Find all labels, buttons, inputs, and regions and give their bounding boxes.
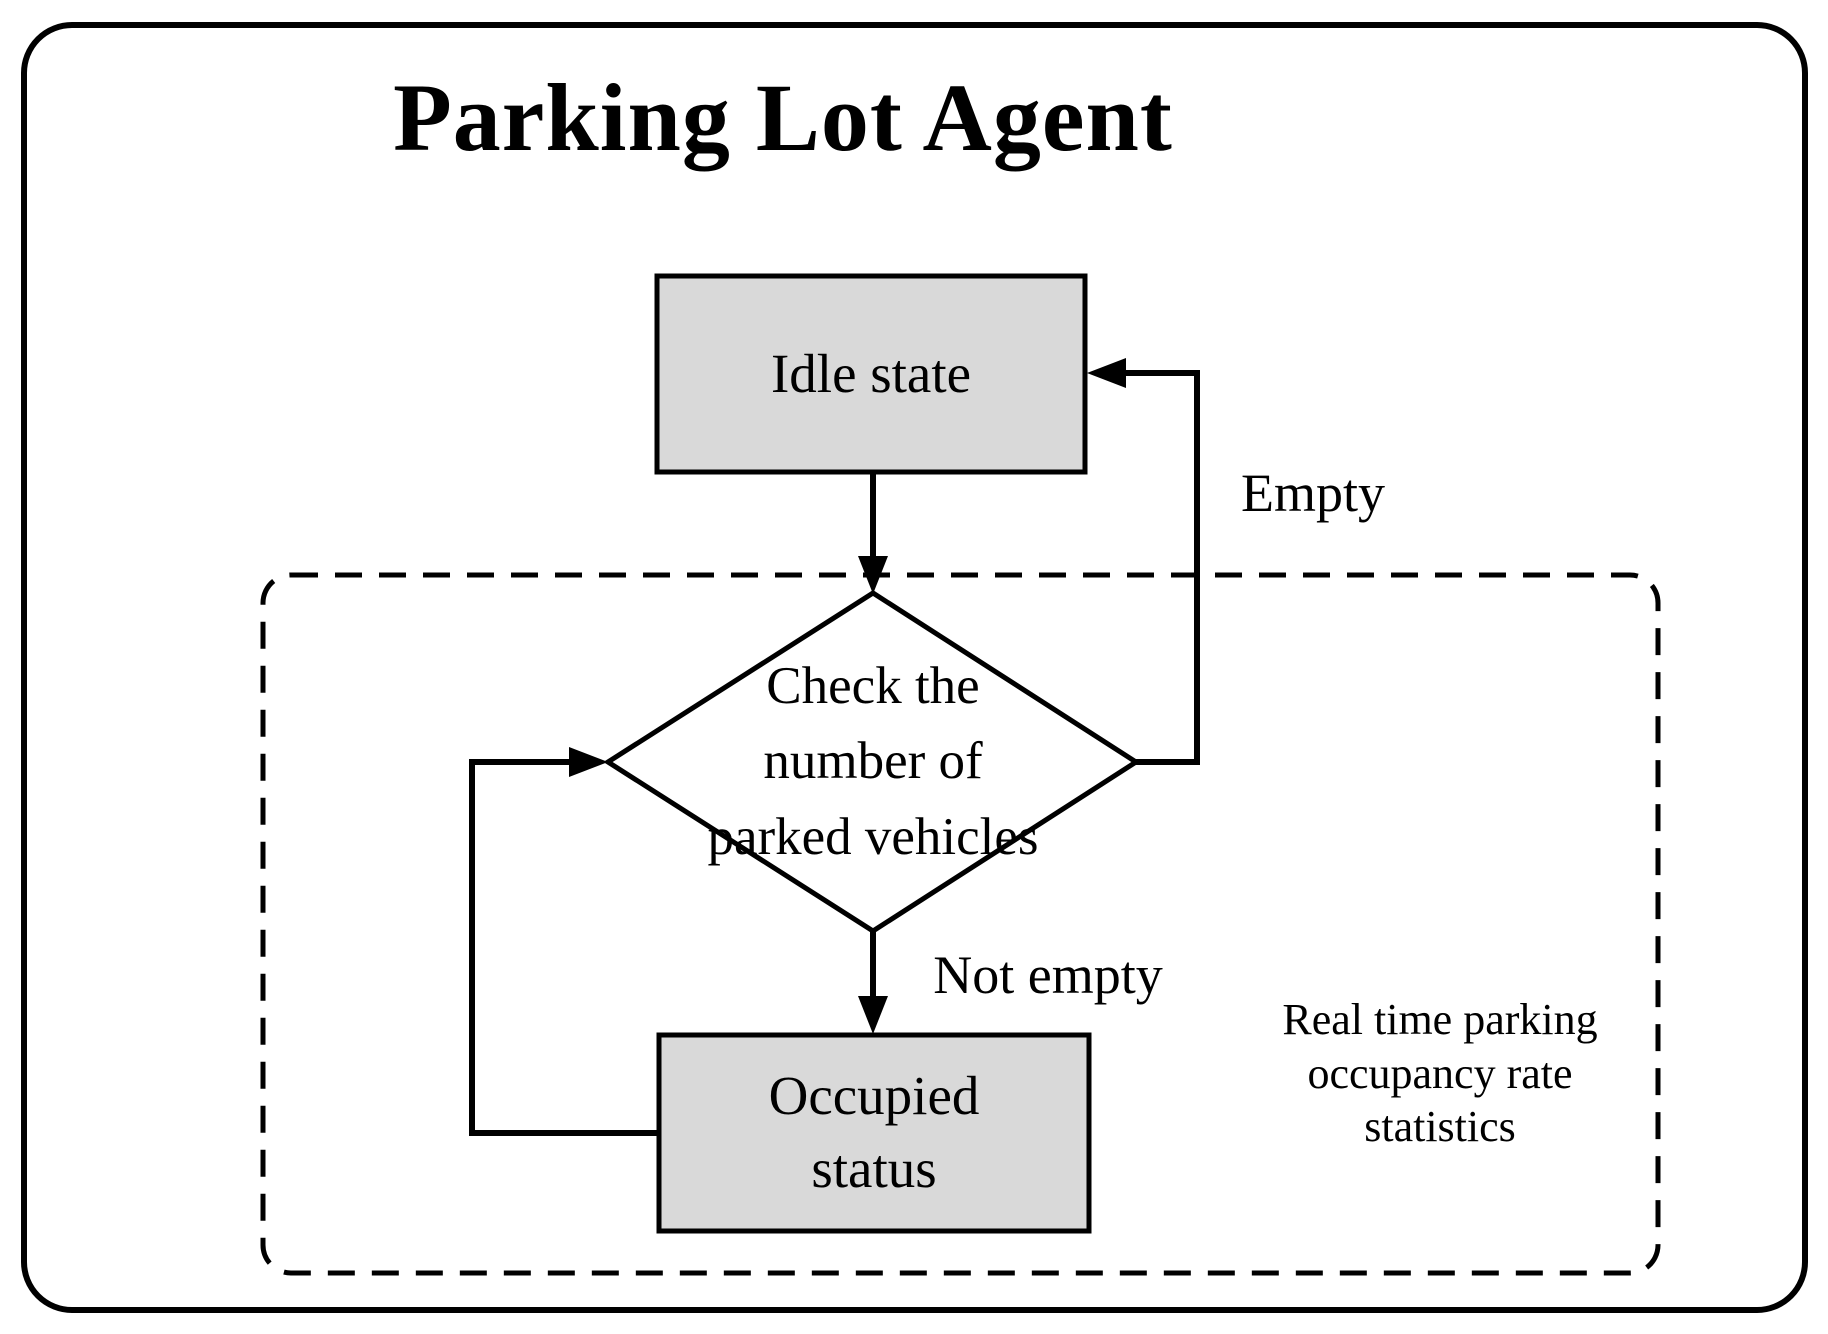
occupied-status-label: Occupied status (659, 1035, 1089, 1231)
annotation-line-1: Real time parking (1282, 995, 1598, 1044)
edge-check-to-idle-empty (1123, 370, 1200, 765)
occupied-label-line-2: status (811, 1138, 937, 1199)
check-decision-node (603, 590, 1141, 934)
edge-occupied-to-check-loop (469, 759, 659, 1136)
occupied-label-line-1: Occupied (768, 1065, 980, 1127)
occupied-status-node (656, 1032, 1092, 1234)
check-label-line-1: Check the (766, 657, 980, 716)
idle-state-label-text: Idle state (770, 343, 972, 405)
check-label-line-2: number of (763, 732, 983, 791)
arrowhead-into-idle-right (1087, 358, 1126, 388)
realtime-statistics-annotation: Real time parking occupancy rate statist… (1240, 993, 1640, 1154)
annotation-line-2: occupancy rate (1307, 1048, 1573, 1098)
annotation-line-3: statistics (1364, 1102, 1516, 1152)
check-label-line-3: parked vehicles (707, 807, 1039, 866)
diagram-title: Parking Lot Agent (393, 64, 1173, 171)
not-empty-edge-label: Not empty (933, 945, 1163, 1005)
idle-state-label: Idle state (657, 276, 1085, 472)
empty-edge-label: Empty (1241, 463, 1385, 523)
idle-state-node (654, 273, 1088, 475)
arrowhead-into-occupied-top (858, 996, 888, 1034)
arrowhead-into-check-left (569, 747, 608, 777)
arrowhead-into-check-top (858, 556, 888, 594)
statistics-region-dashed-border (260, 572, 1661, 1276)
check-decision-label: Check the number of parked vehicles (623, 593, 1123, 931)
outer-frame (21, 22, 1808, 1313)
